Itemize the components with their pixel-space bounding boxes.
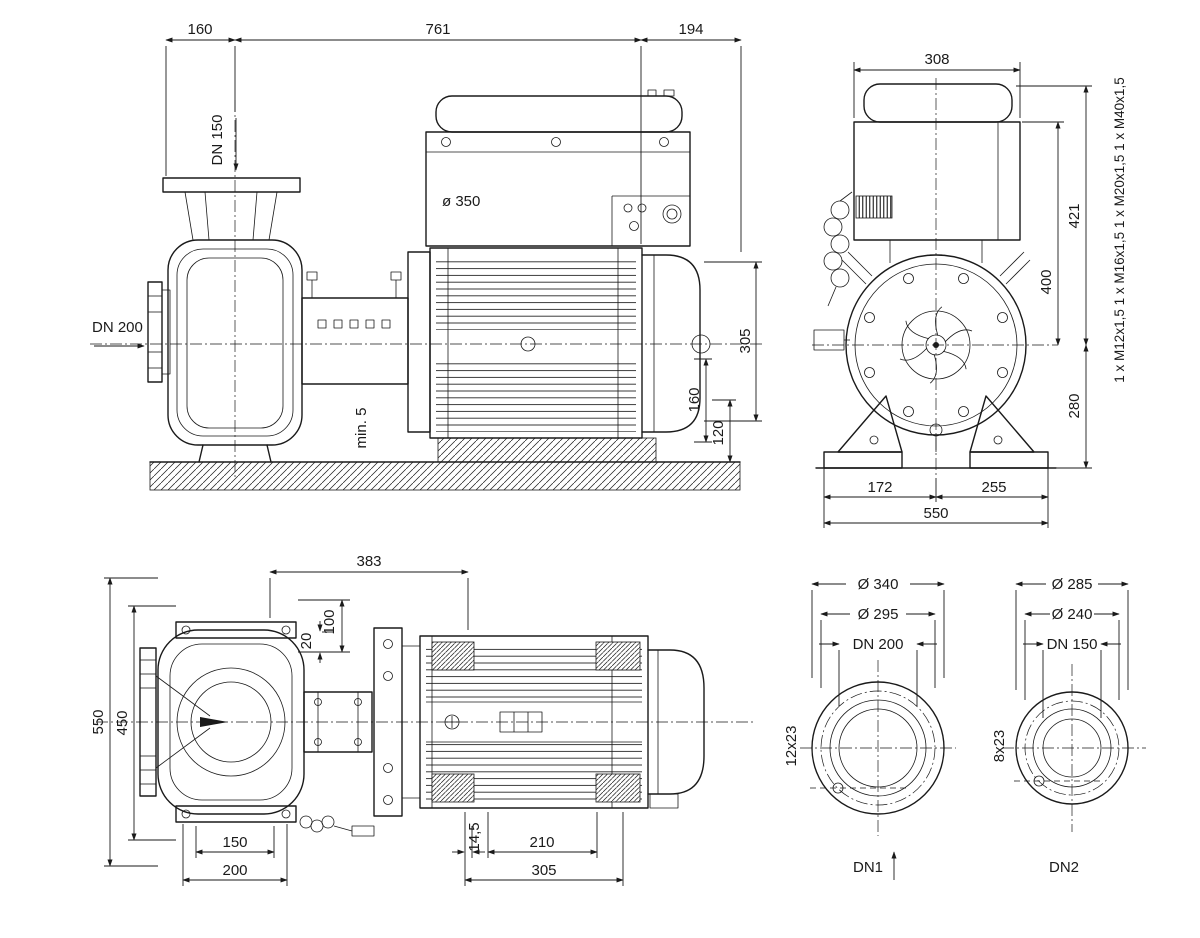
dim-label-150: 150: [222, 834, 247, 851]
dim-label-450: 450: [114, 710, 131, 735]
motor-adapter-flange: [407, 251, 431, 433]
dim-label-100: 100: [321, 609, 338, 634]
flange-dn2-dimensions: Ø 285 Ø 240 DN 150 8x23 DN2: [991, 576, 1129, 876]
dim-label-172: 172: [867, 479, 892, 496]
dim-label-200: 200: [222, 862, 247, 879]
fan-cover-side: [641, 254, 701, 433]
motor-fins: [436, 256, 636, 330]
dim-label-dn150-flange: DN 150: [1047, 636, 1098, 653]
side-view: 160 761 194 DN 150 DN 200 ø 350 min. 5 3…: [90, 21, 762, 491]
dim-label-210: 210: [529, 834, 554, 851]
front-view: 308 1 x M12x1,5 1 x M16x1,5 1 x M20x1,5 …: [812, 51, 1127, 528]
impeller-front: [899, 305, 973, 385]
plan-view: 383 100 20 550 450 150 200: [90, 553, 756, 886]
plug-icon: [351, 825, 375, 837]
front-view-dimensions: 308 1 x M12x1,5 1 x M16x1,5 1 x M20x1,5 …: [823, 51, 1127, 528]
pump-casing-plan: [139, 621, 305, 823]
flange-dn1-dimensions: Ø 340 Ø 295 DN 200 12x23 DN1: [783, 576, 945, 880]
drive-module-side: [425, 89, 691, 247]
label-dn1: DN1: [853, 859, 883, 876]
dim-label-20: 20: [298, 633, 315, 650]
volute-front: [841, 240, 1031, 452]
shaft-end-cap: [691, 334, 711, 354]
flange-view-dn1: Ø 340 Ø 295 DN 200 12x23 DN1: [783, 576, 956, 880]
dim-label-550-front: 550: [923, 505, 948, 522]
motor-side: [429, 247, 711, 463]
support-feet-front: [815, 395, 1057, 469]
coupling-side: [301, 251, 431, 433]
bolt-circle-dn2: [1024, 700, 1120, 796]
flange-view-dn2: Ø 285 Ø 240 DN 150 8x23 DN2: [991, 576, 1146, 876]
connector-box-plan: [649, 793, 679, 809]
label-cable-glands: 1 x M12x1,5 1 x M16x1,5 1 x M20x1,5 1 x …: [1112, 77, 1127, 382]
dim-label-160-top: 160: [187, 21, 212, 38]
side-view-dimensions: 160 761 194 DN 150 DN 200 ø 350 min. 5 3…: [92, 21, 762, 463]
cable-gland-icon: [623, 203, 633, 213]
dim-label-d285: Ø 285: [1052, 576, 1093, 593]
dim-label-305-side: 305: [737, 328, 754, 353]
sensor-box: [813, 329, 845, 351]
pump-casing-side: [147, 177, 303, 463]
dim-label-8x23: 8x23: [991, 730, 1008, 763]
dim-label-305-plan: 305: [531, 862, 556, 879]
dim-label-d340: Ø 340: [858, 576, 899, 593]
dim-label-d295: Ø 295: [858, 606, 899, 623]
dim-label-308: 308: [924, 51, 949, 68]
terminal-strip: [855, 195, 893, 219]
dim-label-12x23: 12x23: [783, 726, 800, 767]
bolt-circle-dn1: [820, 690, 936, 806]
dim-label-dn200-flange: DN 200: [853, 636, 904, 653]
drive-cap-front: [863, 83, 1013, 123]
plug-cable-plan: [299, 815, 375, 837]
dim-label-550-plan: 550: [90, 709, 107, 734]
dim-label-280: 280: [1066, 393, 1083, 418]
dim-label-761: 761: [425, 21, 450, 38]
main-gland-icon: [662, 204, 682, 224]
dim-label-255: 255: [981, 479, 1006, 496]
label-dn200: DN 200: [92, 319, 143, 336]
label-dia350: ø 350: [442, 193, 480, 210]
motor-base-block: [437, 437, 657, 463]
label-min5: min. 5: [353, 408, 370, 449]
dim-label-160-right: 160: [686, 387, 703, 412]
cable-gland-icon: [629, 221, 639, 231]
mounting-pads: [431, 641, 641, 803]
dim-label-383: 383: [356, 553, 381, 570]
dim-label-400: 400: [1038, 269, 1055, 294]
dim-label-14-5: 14,5: [466, 822, 483, 851]
drive-module-front: [853, 83, 1021, 241]
cable-gland-icon: [637, 203, 647, 213]
drive-cap: [435, 95, 683, 133]
fan-cover-plan: [647, 649, 705, 795]
impeller-nose: [200, 717, 228, 727]
label-dn150: DN 150: [209, 115, 226, 166]
dim-label-194: 194: [678, 21, 703, 38]
label-dn2: DN2: [1049, 859, 1079, 876]
motor-plan: [419, 635, 705, 809]
cable-coil: [813, 191, 853, 351]
nameplate-boss: [520, 336, 536, 352]
foundation-hatch: [149, 461, 741, 491]
dim-label-d240: Ø 240: [1052, 606, 1093, 623]
plan-view-dimensions: 383 100 20 550 450 150 200: [90, 553, 624, 886]
motor-fins: [436, 358, 636, 432]
suction-flange: [147, 281, 163, 383]
dim-label-421: 421: [1066, 203, 1083, 228]
dim-label-120: 120: [710, 420, 727, 445]
